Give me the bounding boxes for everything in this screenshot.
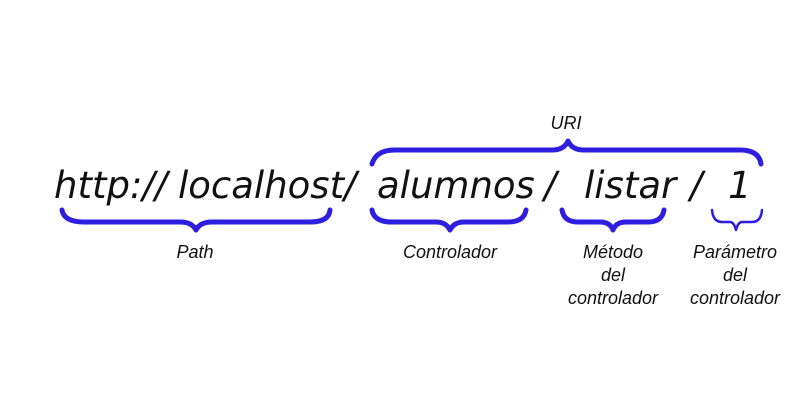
url-separator: / [690, 164, 703, 207]
metodo-label-line: Método [582, 242, 644, 262]
url-param: 1 [728, 164, 752, 207]
parametro-label-line: Parámetro [692, 242, 778, 262]
controlador-brace [369, 207, 529, 233]
metodo-label: Método del controlador [548, 241, 678, 310]
path-label: Path [176, 242, 214, 262]
url-separator: / [544, 164, 557, 207]
url-separator: / [344, 164, 357, 207]
metodo-label-line: controlador [567, 288, 659, 308]
parametro-label: Parámetro del controlador [672, 241, 798, 310]
uri-label: URI [550, 113, 582, 133]
url-scheme: http:// [54, 164, 168, 207]
metodo-label-line: del [600, 265, 626, 285]
path-brace [59, 207, 333, 233]
uri-brace [369, 138, 764, 167]
parametro-brace [710, 208, 764, 232]
metodo-brace [559, 207, 667, 233]
controlador-label: Controlador [402, 242, 498, 262]
parametro-label-line: controlador [689, 288, 781, 308]
url-controller: alumnos [377, 164, 535, 207]
url-method: listar [584, 164, 677, 207]
parametro-label-line: del [722, 265, 748, 285]
url-host: localhost [178, 164, 345, 207]
